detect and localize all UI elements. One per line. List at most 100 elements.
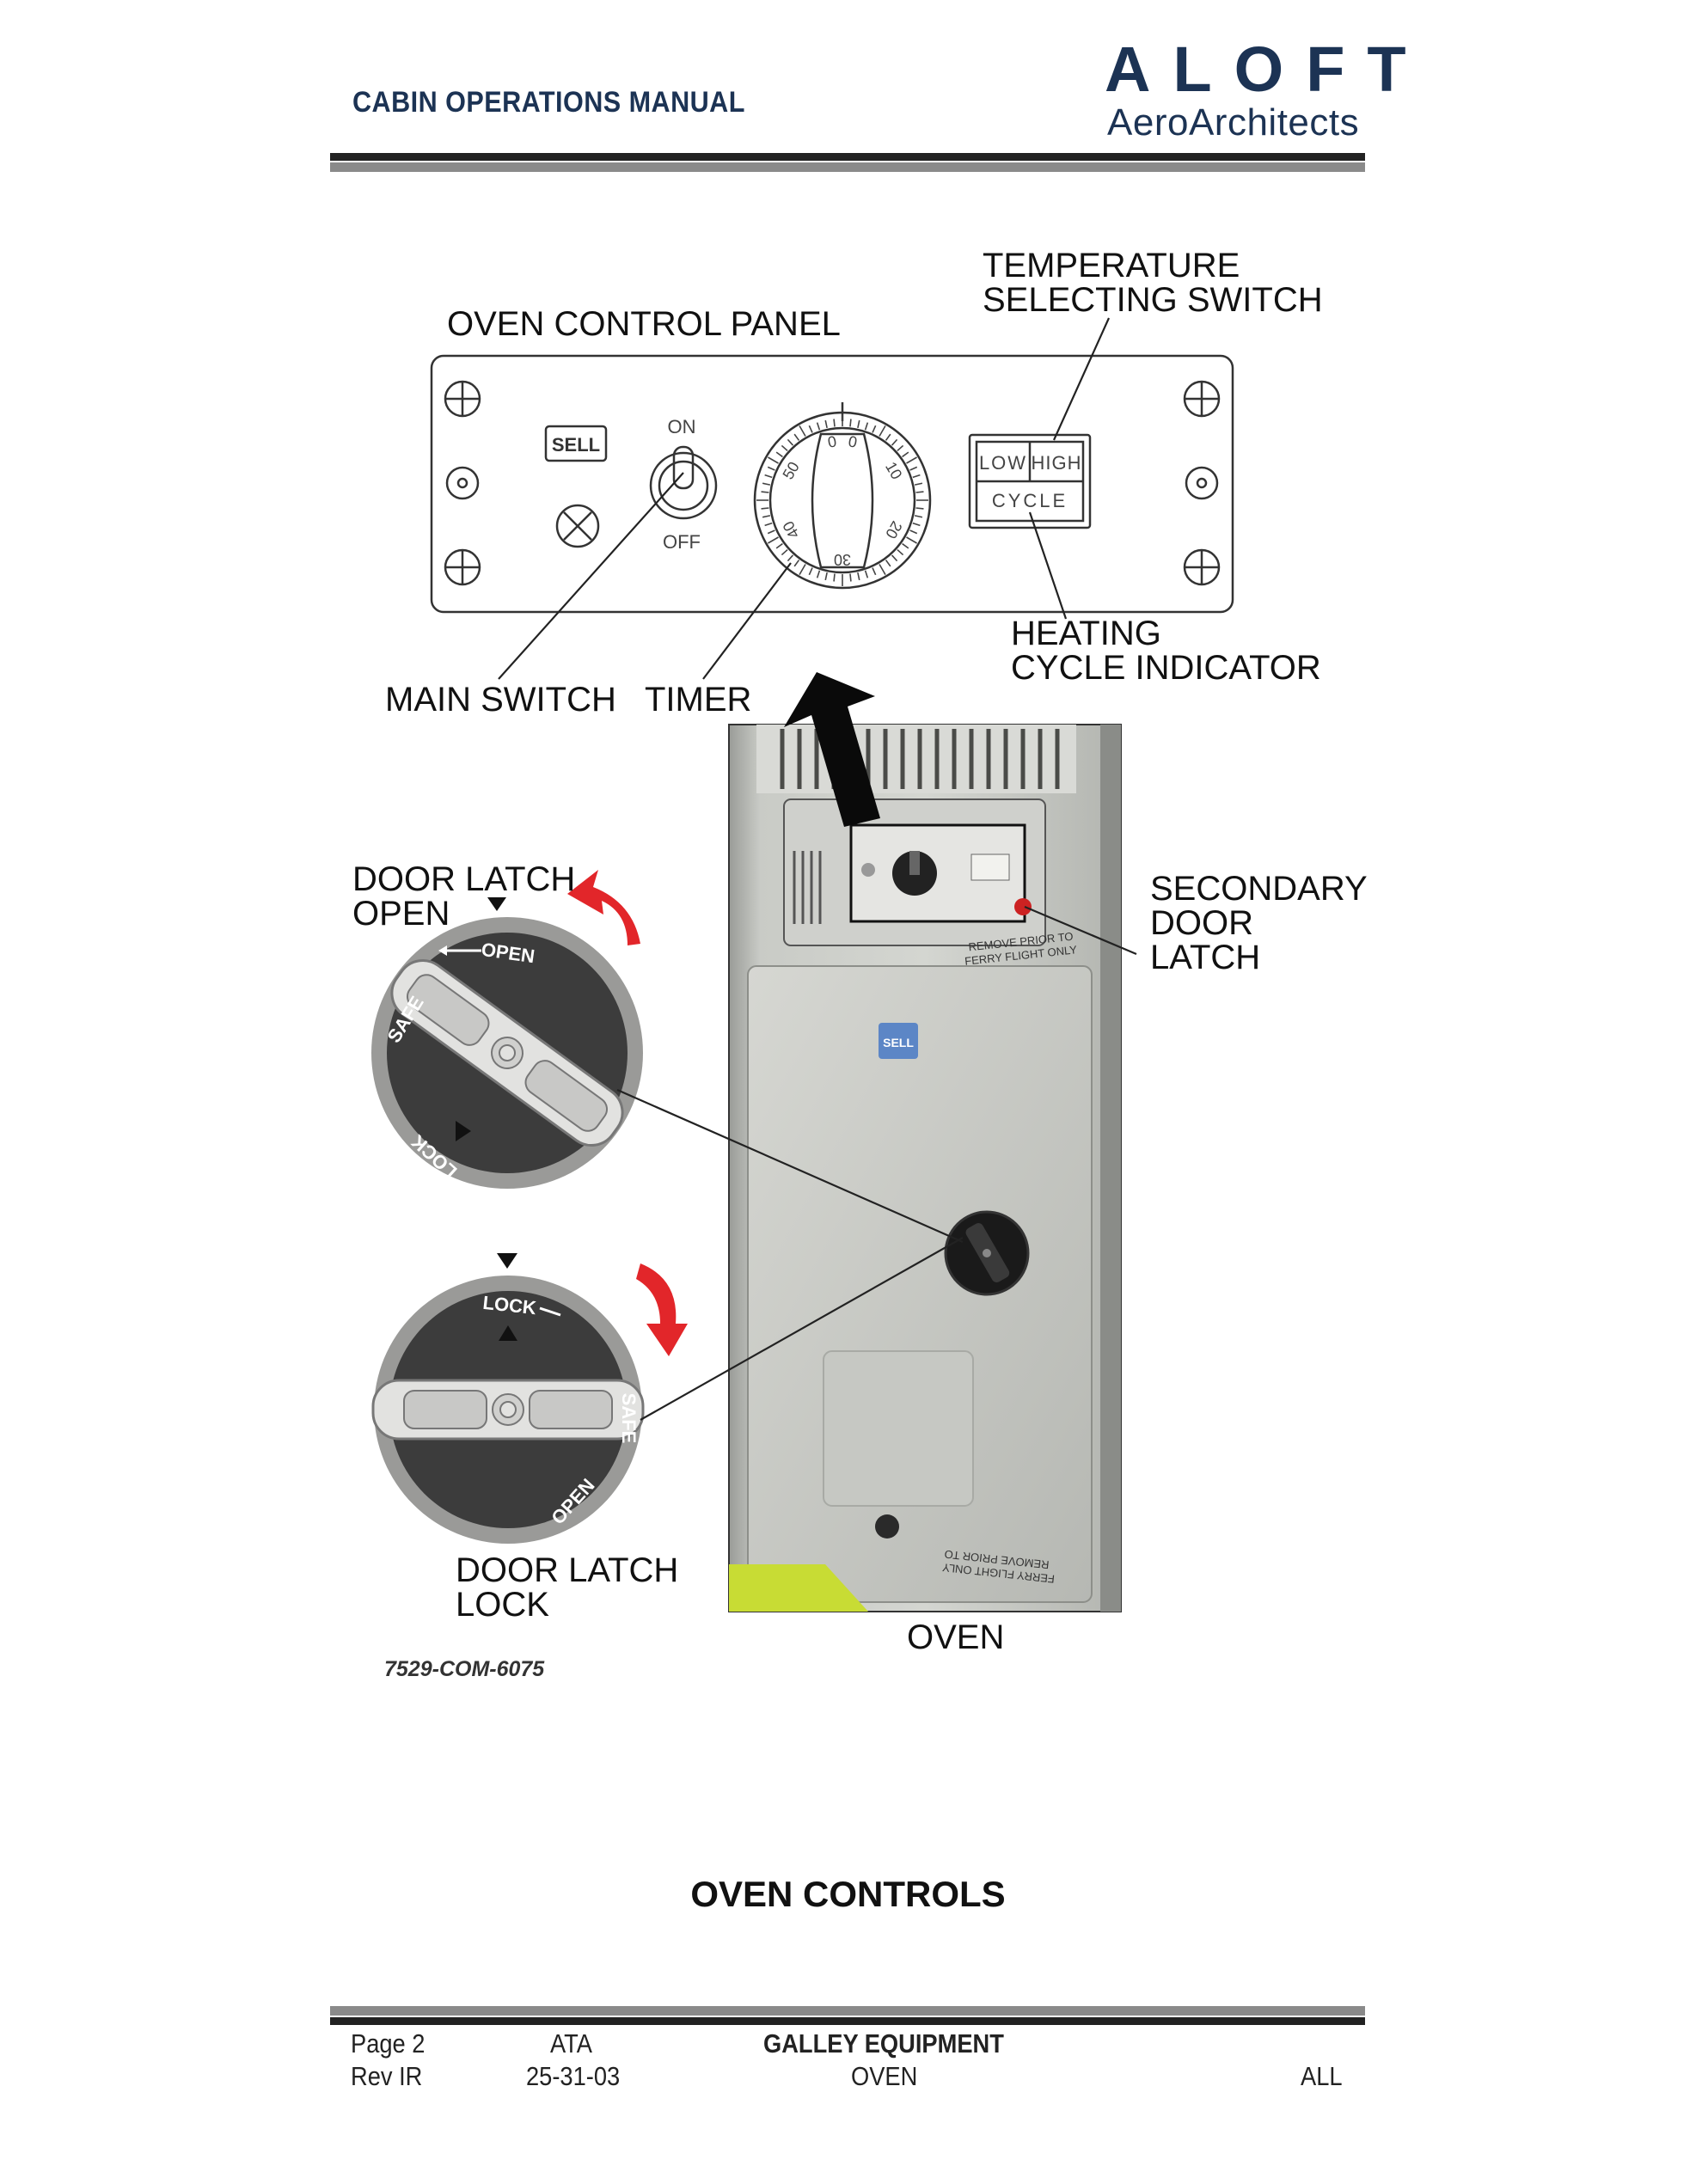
timer-tick bbox=[864, 570, 869, 578]
timer-tick bbox=[914, 515, 923, 518]
timer-tick bbox=[857, 419, 860, 429]
timer-tick bbox=[762, 482, 771, 486]
oven-photo-brand-text: SELL bbox=[883, 1036, 914, 1049]
red-arrow-lock bbox=[636, 1263, 688, 1356]
panel-cycle-text: CYCLE bbox=[992, 490, 1068, 511]
timer-tick bbox=[849, 573, 852, 582]
timer-tick bbox=[793, 560, 800, 567]
main-switch-label: MAIN SWITCH bbox=[385, 681, 616, 719]
latch-lock-pointer bbox=[497, 1253, 517, 1269]
timer-tick bbox=[833, 573, 836, 582]
timer-tick bbox=[909, 466, 918, 471]
panel-callout-arrow bbox=[784, 672, 880, 827]
timer-tick bbox=[885, 433, 891, 441]
timer-tick bbox=[816, 422, 821, 431]
timer-tick bbox=[833, 419, 836, 427]
timer-tick bbox=[793, 433, 800, 441]
timer-tick-label: 0 bbox=[847, 432, 858, 450]
timer-tick-label: 30 bbox=[834, 551, 851, 568]
timer-tick bbox=[879, 425, 886, 437]
timer-tick bbox=[906, 536, 918, 544]
red-arrow-open bbox=[567, 870, 640, 945]
latch-open-dial: OPEN SAFE LOCK bbox=[371, 897, 643, 1189]
logo-aeroarchitects: AeroArchitects bbox=[1107, 101, 1360, 144]
timer-tick bbox=[897, 548, 904, 556]
timer-tick bbox=[906, 456, 918, 464]
temp-switch-label-2: SELECTING SWITCH bbox=[983, 281, 1323, 319]
timer-tick-label: 0 bbox=[826, 432, 837, 450]
timer-tick bbox=[891, 438, 898, 446]
footer-rev: Rev IR bbox=[351, 2061, 423, 2091]
panel-on-text: ON bbox=[668, 416, 696, 437]
timer-tick bbox=[864, 422, 869, 431]
timer-tick bbox=[891, 554, 898, 562]
heating-indicator-label-2: CYCLE INDICATOR bbox=[1011, 649, 1321, 687]
footer-effectivity: ALL bbox=[1301, 2061, 1343, 2091]
timer-tick bbox=[767, 529, 775, 535]
timer-tick bbox=[824, 419, 828, 429]
timer-tick bbox=[902, 542, 909, 549]
panel-low-text: LOW bbox=[979, 452, 1027, 474]
timer-tick bbox=[912, 522, 921, 527]
timer-tick bbox=[767, 466, 775, 471]
panel-title-label: OVEN CONTROL PANEL bbox=[447, 305, 841, 343]
temp-switch-label-1: TEMPERATURE bbox=[983, 247, 1240, 284]
footer-ata-label: ATA bbox=[550, 2028, 593, 2059]
timer-tick bbox=[816, 570, 821, 578]
timer-tick bbox=[787, 438, 794, 446]
oven-photo: REMOVE PRIOR TO FERRY FLIGHT ONLY SELL R… bbox=[728, 724, 1122, 1612]
latch-lock-dial-safe-text: SAFE bbox=[618, 1393, 640, 1444]
timer-tick bbox=[761, 507, 769, 510]
panel-high-text: HIGH bbox=[1032, 452, 1082, 474]
timer-label: TIMER bbox=[645, 681, 752, 719]
footer-rule-dark bbox=[330, 2017, 1365, 2025]
panel-leader-lines bbox=[498, 317, 1111, 680]
timer-tick bbox=[767, 536, 779, 544]
timer-tick bbox=[781, 444, 788, 452]
timer-tick bbox=[857, 572, 860, 581]
timer-tick bbox=[767, 456, 779, 464]
timer-tick-label: 20 bbox=[882, 518, 905, 541]
timer-tick bbox=[885, 560, 891, 567]
timer-tick bbox=[799, 564, 806, 576]
heating-indicator-label-1: HEATING bbox=[1011, 615, 1161, 652]
timer-tick bbox=[912, 474, 921, 479]
header-rule-grey bbox=[330, 162, 1365, 172]
timer-tick bbox=[787, 554, 794, 562]
oven-label: OVEN bbox=[907, 1618, 1005, 1656]
timer-tick bbox=[764, 522, 773, 527]
secondary-latch-label-1: SECONDARY bbox=[1150, 870, 1368, 908]
secondary-latch-label-2: DOOR bbox=[1150, 904, 1253, 942]
header-rule-dark bbox=[330, 153, 1365, 161]
secondary-latch-label-3: LATCH bbox=[1150, 939, 1261, 976]
door-latch-lock-label-1: DOOR LATCH bbox=[456, 1551, 679, 1589]
timer-tick bbox=[915, 507, 924, 510]
manual-title: CABIN OPERATIONS MANUAL bbox=[352, 86, 745, 119]
door-latch-lock-label-2: LOCK bbox=[456, 1586, 549, 1624]
timer-tick-label: 10 bbox=[882, 459, 905, 482]
footer-page: Page 2 bbox=[351, 2028, 426, 2059]
timer-tick bbox=[799, 425, 806, 437]
latch-open-pointer bbox=[487, 897, 506, 911]
main-switch-drawing bbox=[649, 451, 718, 520]
timer-tick-label: 40 bbox=[780, 518, 803, 541]
footer-subsection: OVEN bbox=[851, 2061, 918, 2091]
timer-tick bbox=[872, 567, 877, 576]
temp-switch-drawing bbox=[968, 433, 1092, 529]
timer-dial-drawing bbox=[753, 402, 932, 590]
timer-tick bbox=[762, 515, 771, 518]
timer-tick bbox=[824, 572, 828, 581]
panel-screws bbox=[444, 380, 1221, 586]
timer-tick bbox=[808, 425, 813, 433]
latch-leader-lines bbox=[616, 1088, 964, 1421]
timer-tick bbox=[902, 451, 909, 458]
door-latch-open-label-2: OPEN bbox=[352, 895, 450, 933]
footer-section: GALLEY EQUIPMENT bbox=[763, 2028, 1004, 2059]
timer-tick bbox=[764, 474, 773, 479]
timer-tick bbox=[909, 529, 918, 535]
door-latch-open-label-1: DOOR LATCH bbox=[352, 860, 576, 898]
panel-off-text: OFF bbox=[663, 531, 701, 553]
